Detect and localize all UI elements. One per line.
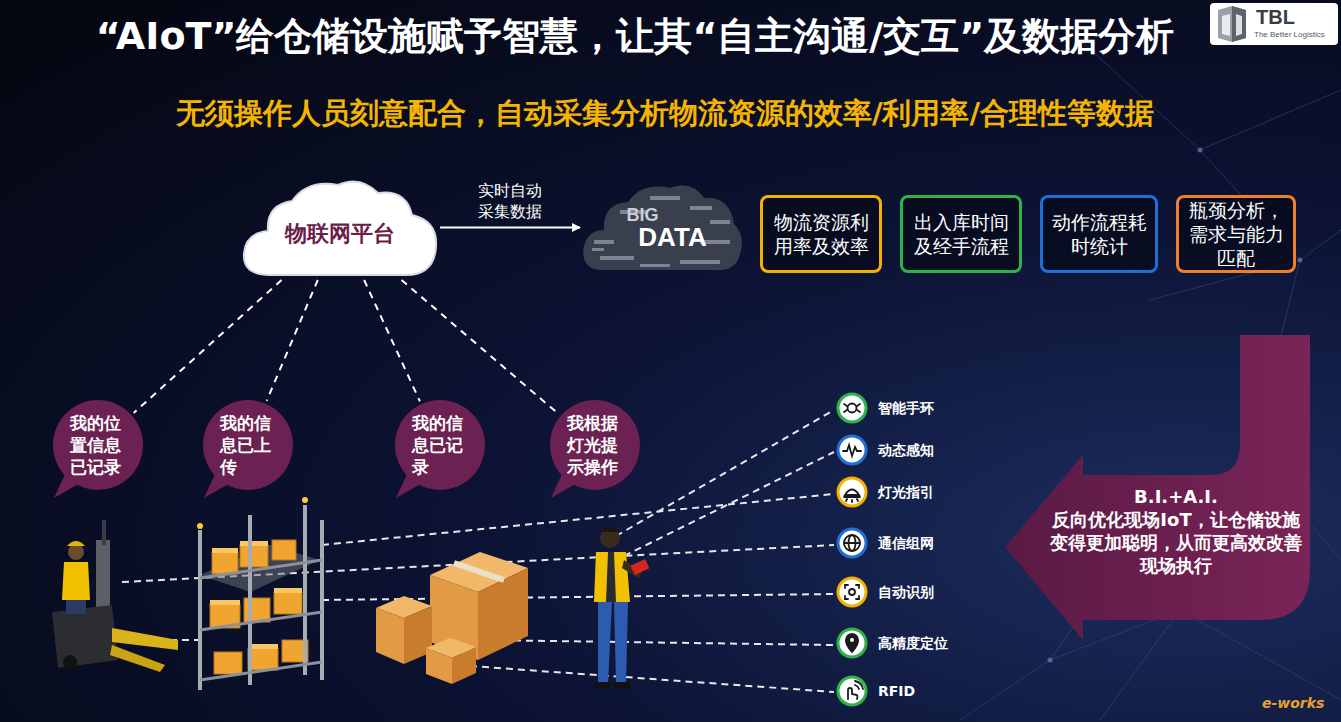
- dashed-link: [364, 280, 420, 401]
- sensor-icon: [836, 627, 868, 659]
- metric-box: 动作流程耗时统计: [1040, 195, 1158, 273]
- sensor-label: 灯光指引: [878, 476, 934, 508]
- platform-cloud: 物联网平台: [240, 175, 440, 280]
- boxes: [376, 552, 528, 684]
- bubble-label: 我的信息已记录: [412, 412, 468, 478]
- network-mesh: [960, 40, 1341, 720]
- bubble-label: 我的位置信息已记录: [70, 412, 126, 478]
- speech-bubble: 我根据灯光提示操作: [545, 400, 645, 490]
- sensor-icon: [836, 675, 868, 707]
- box-label: 瓶颈分析，需求与能力匹配: [1187, 198, 1285, 270]
- sensor-item: 动态感知: [836, 434, 986, 466]
- forklift: [52, 520, 178, 672]
- dashed-link: [402, 280, 559, 414]
- data-arrow: [440, 227, 580, 229]
- sensor-icon: [836, 576, 868, 608]
- logo-box: [1210, 3, 1338, 45]
- dashed-link: [134, 280, 282, 413]
- sensor-label: 动态感知: [878, 434, 934, 466]
- sensor-item: 高精度定位: [836, 627, 986, 659]
- bubble-label: 我的信息已上传: [220, 412, 276, 478]
- bubble-label: 我根据灯光提示操作: [567, 412, 623, 478]
- metric-box: 物流资源利用率及效率: [760, 195, 882, 273]
- sensor-item: RFID: [836, 675, 986, 707]
- box-label: 动作流程耗时统计: [1051, 210, 1147, 258]
- sensor-label: 高精度定位: [878, 627, 948, 659]
- bigdata-cloud: BIGDATA: [580, 180, 745, 275]
- box-label: 出入库时间及经手流程: [911, 210, 1011, 258]
- arrow-text: B.I.+A.I.反向优化现场IoT，让仓储设施变得更加聪明，从而更高效改善现场…: [1045, 485, 1307, 577]
- watermark: e-works: [1262, 694, 1324, 712]
- speech-bubble: 我的信息已上传: [198, 400, 298, 490]
- wordcloud-big: BIG: [626, 206, 658, 224]
- sensor-icon: [836, 527, 868, 559]
- speech-bubble: 我的信息已记录: [390, 400, 490, 490]
- sensor-label: 通信组网: [878, 527, 934, 559]
- sensor-item: 灯光指引: [836, 476, 986, 508]
- metric-box: 瓶颈分析，需求与能力匹配: [1176, 195, 1296, 273]
- sensor-label: RFID: [878, 675, 915, 707]
- metric-box: 出入库时间及经手流程: [900, 195, 1022, 273]
- sensor-icon: [836, 392, 868, 424]
- dashed-link: [267, 280, 318, 401]
- sensor-label: 智能手环: [878, 392, 934, 424]
- logo-text: TBL: [1256, 6, 1295, 28]
- sensor-icon: [836, 476, 868, 508]
- sensor-label: 自动识别: [878, 576, 934, 608]
- sensor-item: 通信组网: [836, 527, 986, 559]
- title: “AIoT”给仓储设施赋予智慧，让其“自主沟通/交互”及数据分析: [60, 12, 1210, 60]
- worker: [594, 527, 649, 688]
- speech-bubble: 我的位置信息已记录: [48, 400, 148, 490]
- edge-label: 实时自动采集数据: [476, 180, 544, 222]
- feedback-arrow: B.I.+A.I.反向优化现场IoT，让仓储设施变得更加聪明，从而更高效改善现场…: [1005, 335, 1315, 645]
- arrow-heading: B.I.+A.I.: [1045, 485, 1307, 508]
- cloud-label: 物联网平台: [285, 219, 395, 249]
- subtitle: 无须操作人员刻意配合，自动采集分析物流资源的效率/利用率/合理性等数据: [100, 94, 1230, 132]
- sensor-item: 智能手环: [836, 392, 986, 424]
- sensor-item: 自动识别: [836, 576, 986, 608]
- sensor-icon: [836, 434, 868, 466]
- box-label: 物流资源利用率及效率: [771, 210, 871, 258]
- logo-tagline: The Better Logistics: [1254, 30, 1325, 40]
- shelves: [197, 497, 322, 690]
- wordcloud-data: DATA: [638, 224, 706, 250]
- arrow-body: 反向优化现场IoT，让仓储设施变得更加聪明，从而更高效改善现场执行: [1045, 508, 1307, 577]
